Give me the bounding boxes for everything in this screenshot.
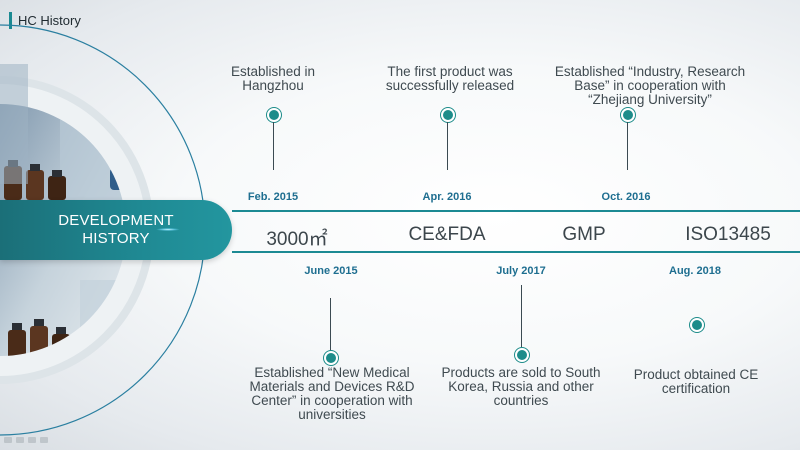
- timeline-stem: [273, 122, 274, 170]
- event-aug-2018-text: Product obtained CE certification: [616, 368, 776, 396]
- timeline-top-line: [232, 210, 800, 212]
- event-text-line: Established in: [230, 64, 316, 79]
- event-text-line: The first product was: [387, 64, 513, 79]
- title-accent-bar: [9, 11, 12, 29]
- banner-line-2: HISTORY: [82, 230, 150, 247]
- next-slide-icon[interactable]: [16, 437, 24, 443]
- page-title: HC History: [18, 12, 81, 28]
- menu-icon[interactable]: [28, 437, 36, 443]
- date-june-2015: June 2015: [304, 265, 358, 277]
- timeline-bottom-line: [232, 251, 800, 253]
- metric-iso: ISO13485: [685, 224, 771, 245]
- development-history-banner: DEVELOPMENT HISTORY: [0, 200, 232, 260]
- event-july-2017-text: Products are sold to South Korea, Russia…: [428, 366, 614, 408]
- timeline-dot-icon: [515, 348, 529, 362]
- view-icon[interactable]: [40, 437, 48, 443]
- event-text-line: Product obtained CE: [633, 367, 759, 382]
- timeline-stem: [627, 122, 628, 170]
- slide-controls: [4, 437, 48, 443]
- event-text-line: Korea, Russia and other: [448, 379, 594, 394]
- date-july-2017: July 2017: [496, 265, 546, 277]
- event-text-line: Center” in cooperation with: [251, 393, 413, 408]
- event-feb-2015-text: Established in Hangzhou: [213, 65, 333, 93]
- event-text-line: countries: [493, 393, 549, 408]
- timeline-stem: [521, 285, 522, 349]
- event-text-line: Base” in cooperation with: [574, 78, 726, 93]
- timeline-dot-icon: [690, 318, 704, 332]
- date-oct-2016: Oct. 2016: [601, 191, 651, 203]
- event-text-line: certification: [661, 381, 731, 396]
- banner-glow: [156, 228, 180, 231]
- event-text-line: Established “Industry, Research: [554, 64, 746, 79]
- event-text-line: Established “New Medical: [254, 365, 410, 380]
- event-text-line: universities: [298, 407, 366, 422]
- timeline-stem: [447, 122, 448, 170]
- metric-area: 3000㎡: [266, 229, 328, 250]
- timeline-dot-icon: [324, 351, 338, 365]
- timeline-dot-icon: [441, 108, 455, 122]
- banner-line-1: DEVELOPMENT: [58, 212, 174, 229]
- event-text-line: Products are sold to South: [441, 365, 601, 380]
- page-header: HC History: [9, 10, 81, 30]
- timeline-dot-icon: [267, 108, 281, 122]
- lab-photo-panel: DEVELOPMENT HISTORY: [0, 0, 240, 450]
- event-june-2015-text: Established “New Medical Materials and D…: [236, 366, 428, 422]
- event-text-line: Hangzhou: [242, 78, 304, 93]
- date-feb-2015: Feb. 2015: [247, 191, 299, 203]
- event-text-line: successfully released: [385, 78, 515, 93]
- metric-gmp: GMP: [562, 224, 606, 245]
- timeline-dot-icon: [621, 108, 635, 122]
- date-apr-2016: Apr. 2016: [422, 191, 472, 203]
- prev-slide-icon[interactable]: [4, 437, 12, 443]
- metric-certification-ce-fda: CE&FDA: [408, 224, 486, 245]
- date-aug-2018: Aug. 2018: [669, 265, 721, 277]
- event-text-line: “Zhejiang University”: [588, 92, 712, 107]
- event-text-line: Materials and Devices R&D: [249, 379, 415, 394]
- event-apr-2016-text: The first product was successfully relea…: [370, 65, 530, 93]
- event-oct-2016-text: Established “Industry, Research Base” in…: [542, 65, 758, 107]
- timeline-stem: [330, 298, 331, 354]
